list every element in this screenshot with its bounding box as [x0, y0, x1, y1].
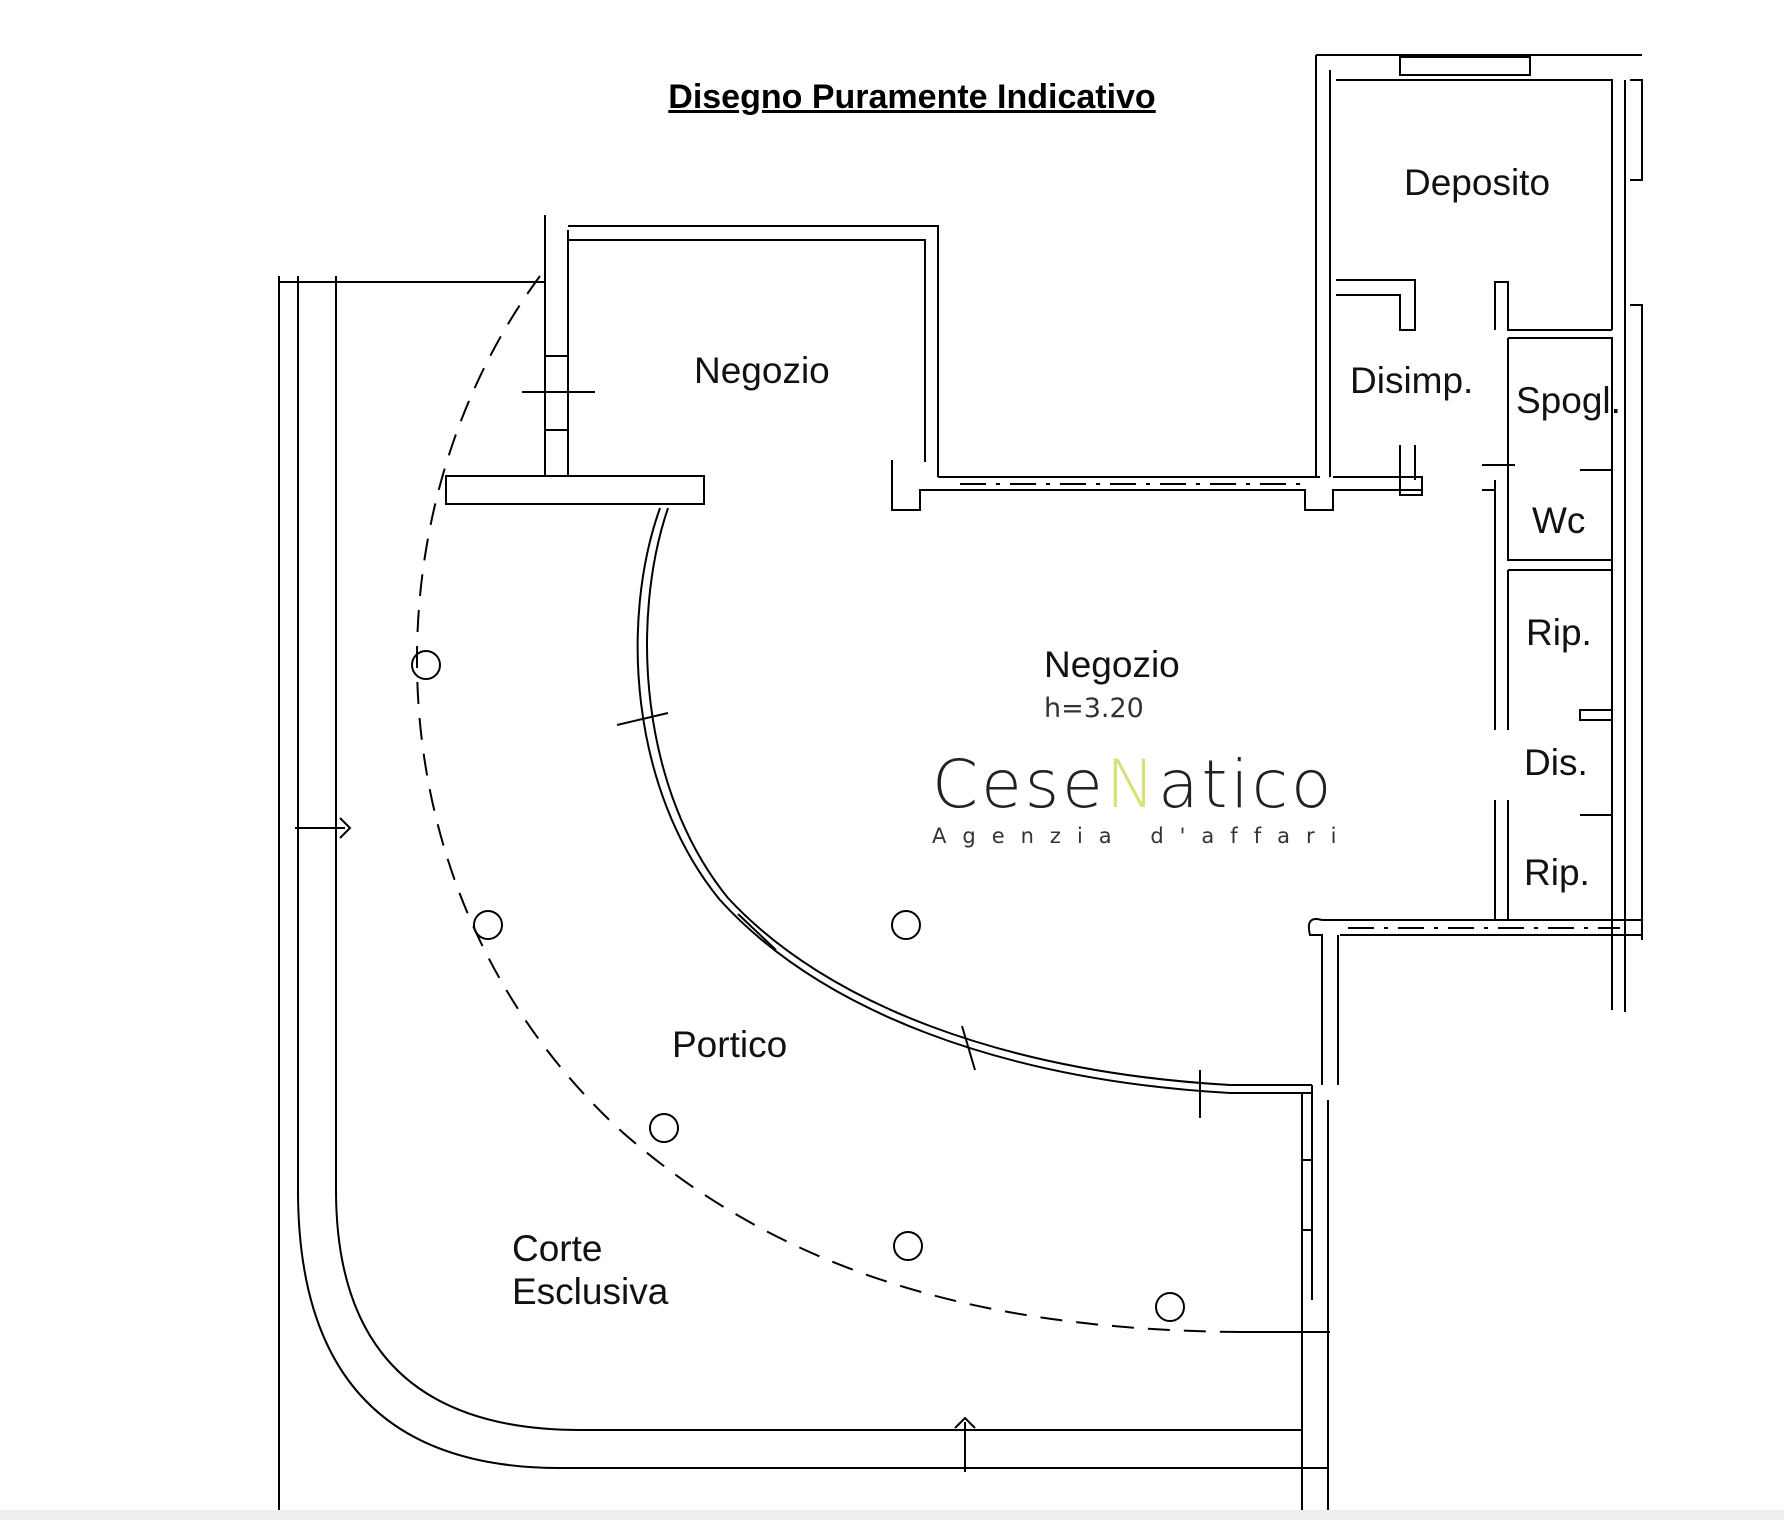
room-label-corte-line-2: Esclusiva	[512, 1270, 669, 1312]
room-label-dis: Dis.	[1524, 742, 1588, 783]
room-label-corte-line-1: Corte	[512, 1228, 603, 1269]
room-height-label: h=3.20	[1044, 693, 1144, 724]
room-label-wc: Wc	[1532, 500, 1586, 541]
logo-part-1: Cese	[932, 746, 1106, 823]
room-label-negozio-main: Negozio	[1044, 644, 1180, 685]
room-label-corte: Corte Esclusiva	[512, 1228, 668, 1313]
room-label-rip-2: Rip.	[1524, 852, 1590, 893]
logo-subtitle: Agenzia d'affari	[932, 824, 1353, 848]
portico-outline	[416, 275, 1241, 1333]
logo-wordmark: CeseNatico	[932, 752, 1331, 818]
courtyard-boundary	[278, 276, 1329, 1513]
main-shop-north-wall	[891, 460, 1423, 511]
columns	[411, 650, 1185, 1322]
plan-title: Disegno Puramente Indicativo	[668, 78, 1156, 116]
room-label-portico: Portico	[672, 1024, 788, 1065]
room-label-negozio-small: Negozio	[694, 350, 830, 391]
curved-facade	[616, 507, 1313, 1300]
room-label-rip-1: Rip.	[1526, 612, 1592, 653]
dimension-marks	[295, 817, 976, 1472]
room-label-deposito: Deposito	[1404, 162, 1551, 203]
logo-accent-letter: N	[1105, 746, 1159, 823]
agency-logo: CeseNatico Agenzia d'affari	[932, 752, 1353, 849]
service-block-walls	[1307, 54, 1643, 1085]
small-shop-walls	[445, 215, 939, 505]
room-label-spogl: Spogl.	[1516, 380, 1621, 421]
logo-part-3: atico	[1158, 746, 1335, 823]
bottom-rule	[0, 1510, 1784, 1520]
room-label-disimp: Disimp.	[1350, 360, 1474, 401]
